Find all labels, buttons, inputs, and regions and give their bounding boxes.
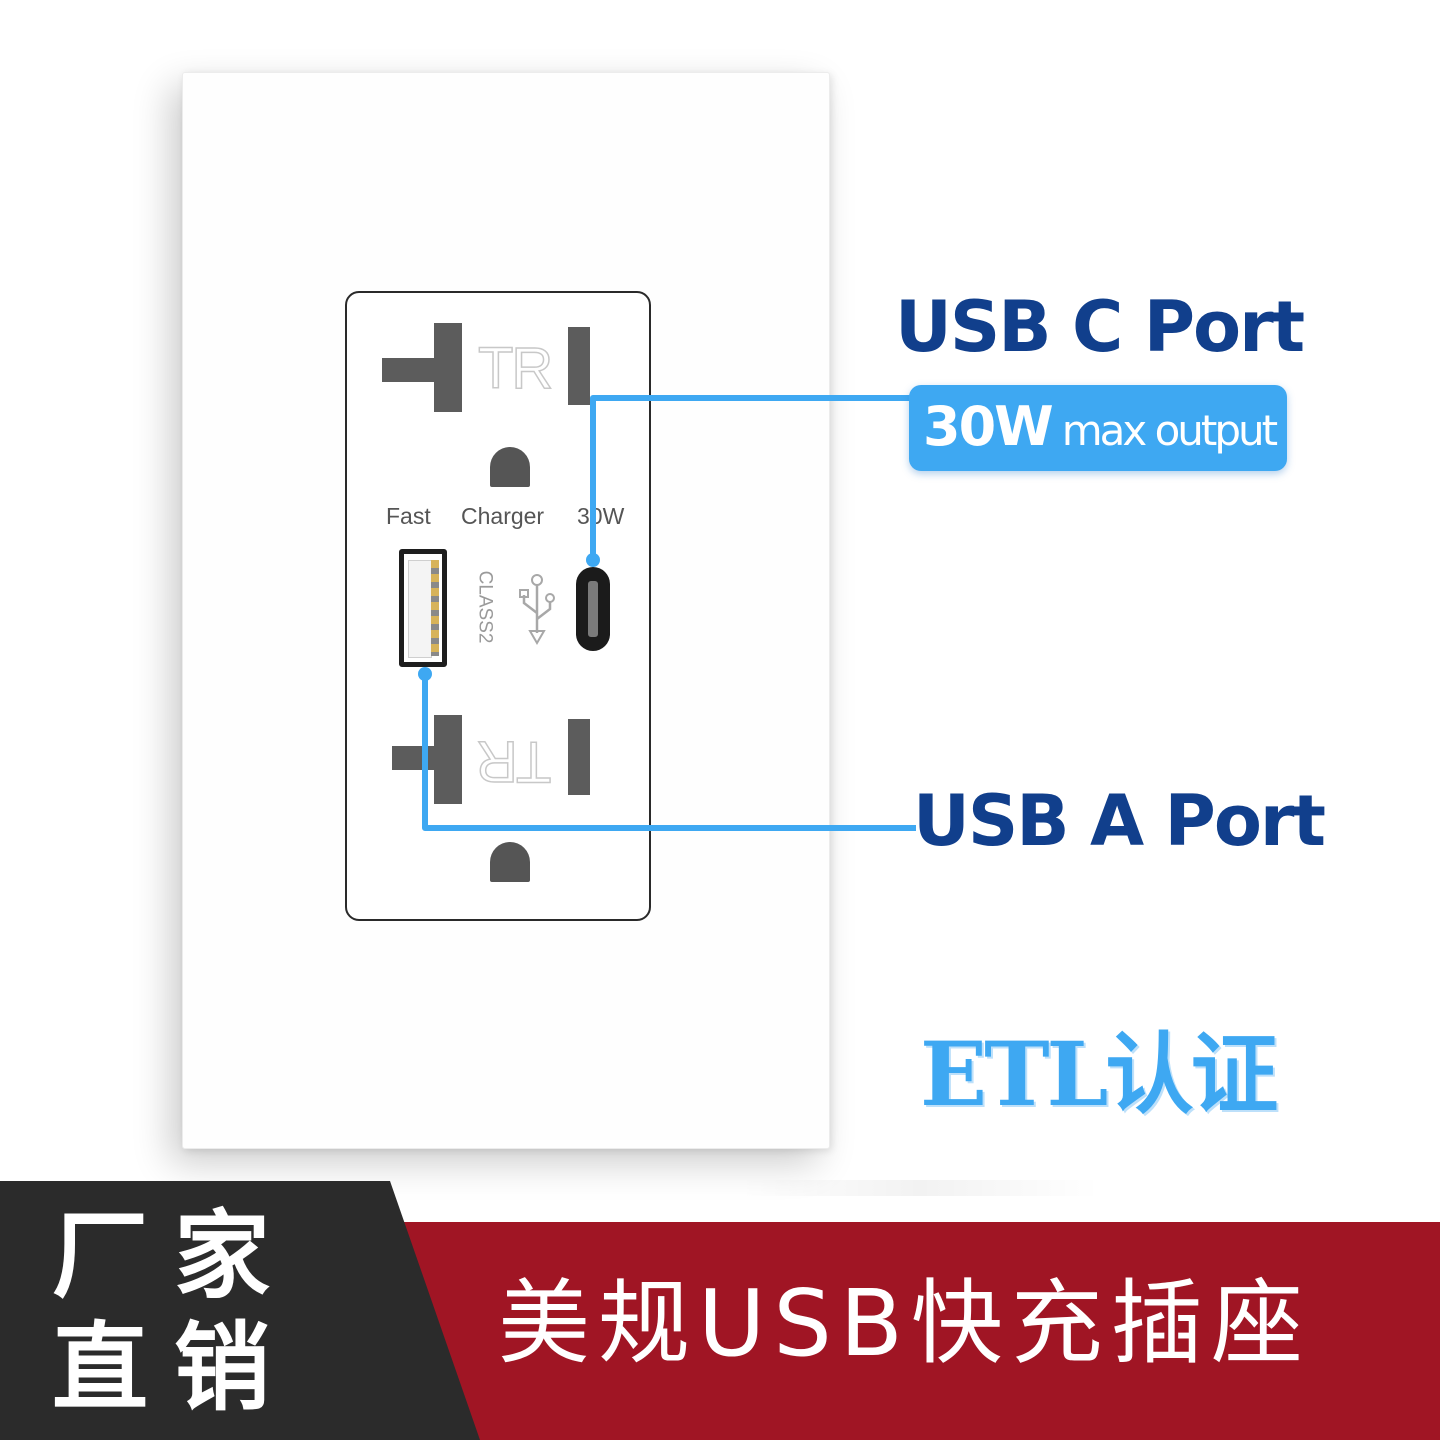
usb-c-port [576,567,610,651]
banner-left-line2: 直销 [52,1312,296,1424]
charger-label: Charger [461,503,545,529]
bottom-hot-slot [568,719,590,795]
top-ground-hole [490,447,530,487]
badge-power: 30W [923,395,1054,458]
top-neutral-t-slot-horizontal [382,358,444,382]
usb-c-tongue [588,581,598,637]
usb-c-heading: USB C Port [895,286,1305,368]
bottom-tr-mark: TR [477,728,552,795]
faint-reflection [740,1180,1100,1196]
bottom-ground-hole [490,842,530,882]
usb-trident-icon [519,574,555,645]
banner-product-title: 美规USB快充插座 [498,1270,1311,1377]
top-hot-slot [568,327,590,405]
usb-a-contacts [431,560,439,656]
class2-label: CLASS2 [474,570,496,644]
bottom-neutral-t-slot-horizontal [392,746,440,770]
certification-label: ETL认证 [920,1022,1278,1126]
banner-left-line1: 厂家 [52,1200,296,1312]
usb-a-port [399,549,447,667]
top-neutral-t-slot-vertical [434,323,462,412]
power-label: 30W [577,503,625,529]
fast-label: Fast [386,503,431,529]
top-tr-mark: TR [477,336,554,401]
badge-desc: max output [1061,406,1278,455]
banner-dark-band [0,1181,480,1440]
usb-a-heading: USB A Port [913,780,1326,862]
usb-a-tongue [408,560,432,658]
